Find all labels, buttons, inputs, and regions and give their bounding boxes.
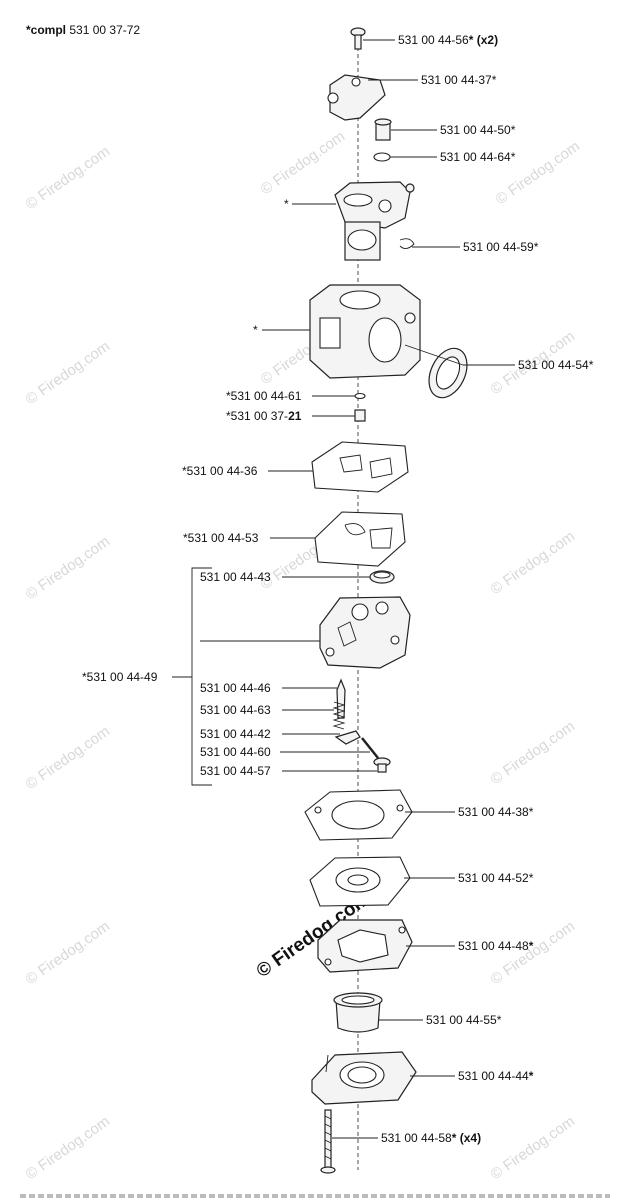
group-bracket xyxy=(172,567,212,786)
part-label-seal-ring: 531 00 44-54* xyxy=(518,358,594,372)
part-label-o-ring-top: 531 00 44-64* xyxy=(440,150,516,164)
clip-part xyxy=(399,238,415,249)
long-screw-part xyxy=(320,1109,336,1174)
part-label-adjuster: 531 00 44-50* xyxy=(440,123,516,137)
bracket-part xyxy=(327,74,386,121)
part-label-clip: 531 00 44-59* xyxy=(463,240,539,254)
watermark-text: © Firedog.com xyxy=(258,128,349,198)
seal-ring-part xyxy=(428,347,468,399)
part-label-gasket-2: *531 00 44-53 xyxy=(183,531,259,545)
watermark-text: © Firedog.com xyxy=(23,143,114,213)
part-label-gasket-3: 531 00 44-38* xyxy=(458,805,534,819)
lever-part xyxy=(334,730,361,745)
watermark-text: © Firedog.com xyxy=(23,723,114,793)
part-label-plug: *531 00 37-21 xyxy=(226,409,302,423)
small-screw-part xyxy=(373,757,391,773)
part-label-carburetor-body: * xyxy=(253,323,258,337)
gasket-1-part xyxy=(311,441,409,493)
part-label-group-pin: 531 00 44-60 xyxy=(200,745,271,759)
part-label-primer-bulb: 531 00 44-55* xyxy=(426,1013,502,1027)
end-cover-part xyxy=(311,1051,417,1105)
part-label-washer: *531 00 44-61 xyxy=(226,389,302,403)
watermark-text: © Firedog.com xyxy=(488,1113,579,1183)
part-label-group-spring: 531 00 44-63 xyxy=(200,703,271,717)
needle-part xyxy=(336,678,346,719)
diaphragm-part xyxy=(309,856,411,907)
primer-bulb-part xyxy=(333,992,383,1033)
part-label-throttle-body: * xyxy=(284,197,289,211)
watermark-text: © Firedog.com xyxy=(23,338,114,408)
part-label-diaphragm: 531 00 44-52* xyxy=(458,871,534,885)
gasket-2-part xyxy=(314,511,406,567)
assembly-label: *compl 531 00 37-72 xyxy=(26,23,140,37)
assembly-label-prefix: *compl xyxy=(26,23,66,37)
washer-part xyxy=(354,392,366,400)
filter-screen-part xyxy=(369,570,395,584)
part-label-group: *531 00 44-49 xyxy=(82,670,158,684)
metering-body-part xyxy=(319,596,411,669)
part-label-pump-cover: 531 00 44-48* xyxy=(458,939,534,953)
throttle-body-part xyxy=(334,181,415,261)
watermark-text: © Firedog.com xyxy=(488,528,579,598)
plug-part xyxy=(354,409,366,422)
watermark-text: © Firedog.com xyxy=(23,533,114,603)
part-label-bracket: 531 00 44-37* xyxy=(421,73,497,87)
o-ring-part xyxy=(373,152,391,162)
part-label-long-screw: 531 00 44-58* (x4) xyxy=(381,1131,481,1145)
screw-part xyxy=(350,27,366,50)
part-label-gasket-1: *531 00 44-36 xyxy=(182,464,258,478)
leader-line xyxy=(404,344,464,366)
watermark-text: © Firedog.com xyxy=(493,138,584,208)
part-label-group-filter: 531 00 44-43 xyxy=(200,570,271,584)
gasket-3-part xyxy=(304,789,413,841)
watermark-text: © Firedog.com xyxy=(488,918,579,988)
part-label-group-screw: 531 00 44-57 xyxy=(200,764,271,778)
part-label-end-cover: 531 00 44-44* xyxy=(458,1069,534,1083)
assembly-label-number: 531 00 37-72 xyxy=(69,23,140,37)
carburetor-body-part xyxy=(309,284,421,379)
pump-cover-part xyxy=(317,919,413,973)
watermark-text: © Firedog.com xyxy=(23,918,114,988)
pin-part xyxy=(361,737,379,759)
spring-part xyxy=(332,701,346,730)
part-label-group-needle: 531 00 44-46 xyxy=(200,681,271,695)
watermark-text: © Firedog.com xyxy=(23,1113,114,1183)
adjuster-part xyxy=(374,118,392,141)
part-label-screw: 531 00 44-56* (x2) xyxy=(398,33,498,47)
part-label-group-lever: 531 00 44-42 xyxy=(200,727,271,741)
watermark-text: © Firedog.com xyxy=(488,718,579,788)
